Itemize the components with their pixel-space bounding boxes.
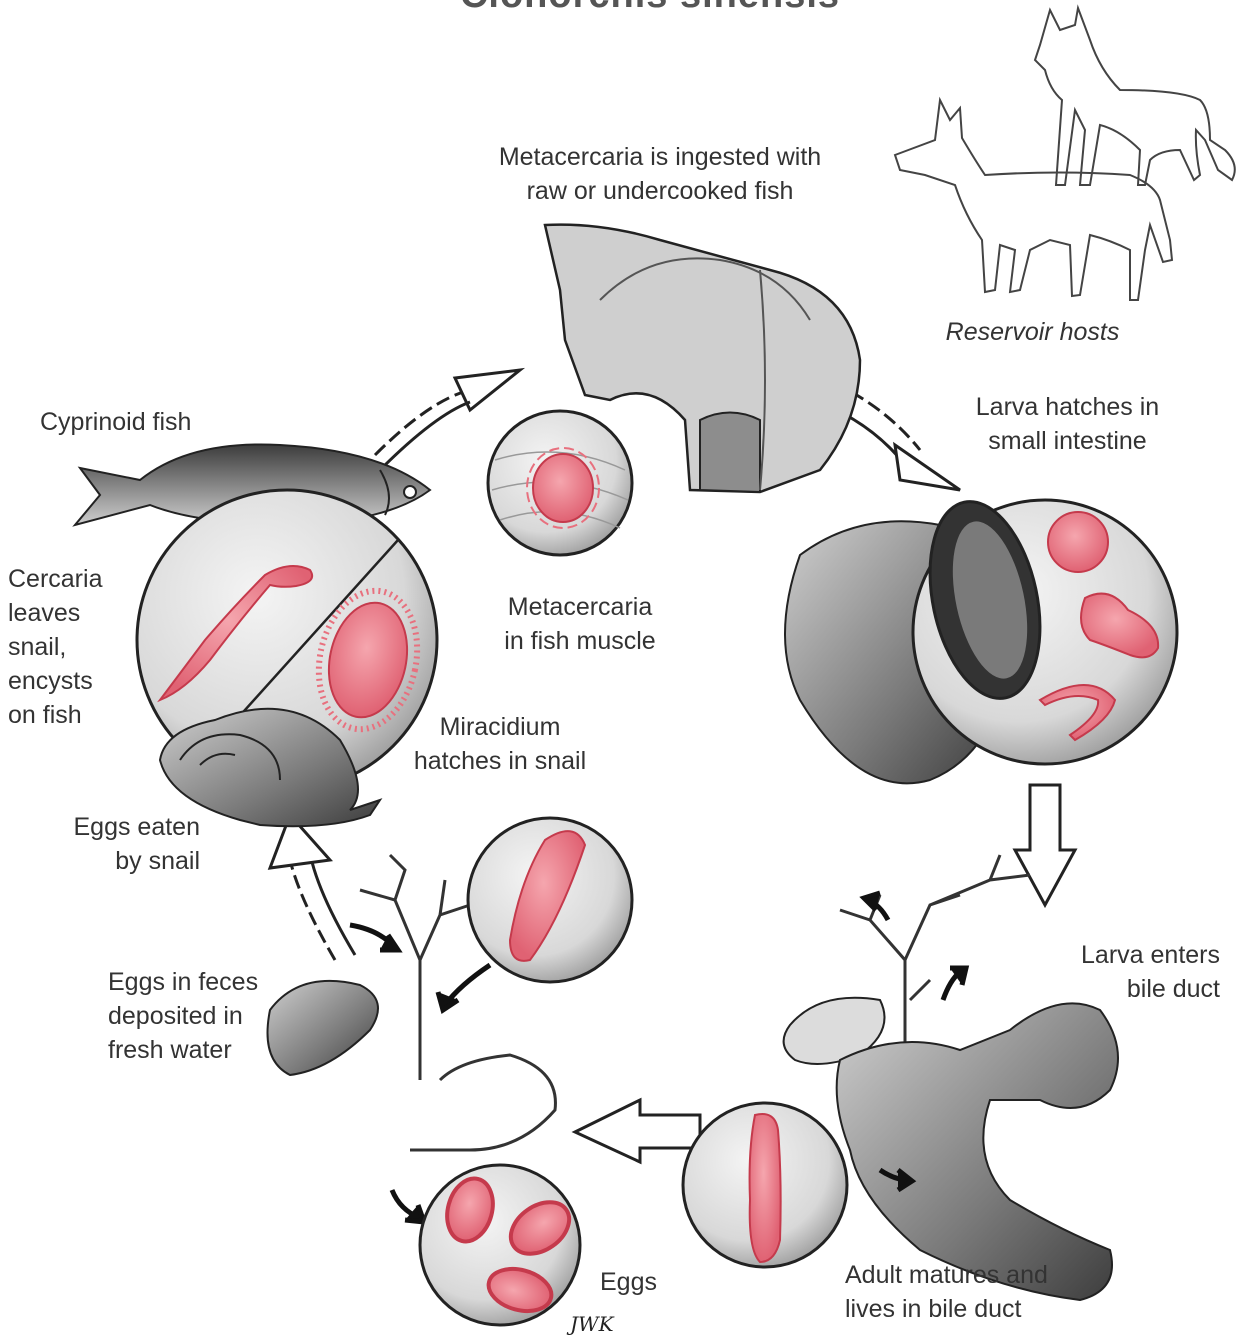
label-eggs-in-feces: Eggs in feces deposited in fresh water	[108, 965, 308, 1067]
label-eggs-eaten: Eggs eaten by snail	[30, 810, 200, 878]
artist-signature: JWK	[570, 1312, 614, 1336]
label-larva-enters: Larva enters bile duct	[1010, 938, 1220, 1006]
cycle-arrow-eggs-to-snail	[270, 815, 355, 960]
eggs-circle	[420, 1165, 580, 1325]
label-metacercaria-muscle: Metacercaria in fish muscle	[460, 590, 700, 658]
small-intestine-circle	[785, 491, 1177, 783]
label-larva-hatches: Larva hatches in small intestine	[945, 390, 1190, 458]
label-metacercaria-ingested: Metacercaria is ingested with raw or und…	[450, 140, 870, 208]
egg-with-miracidium-circle	[468, 818, 632, 982]
dog-illustration	[895, 100, 1172, 300]
cycle-arrow-liver-to-eggs	[575, 1100, 700, 1162]
label-cyprinoid-fish: Cyprinoid fish	[40, 405, 260, 439]
label-cercaria: Cercaria leaves snail, encysts on fish	[8, 562, 138, 732]
label-eggs: Eggs	[600, 1265, 680, 1299]
adult-fluke-circle	[683, 1103, 847, 1267]
fish-muscle-circle	[488, 411, 632, 555]
cycle-arrow-intestine-to-bile-duct	[1015, 785, 1075, 905]
label-adult-matures: Adult matures and lives in bile duct	[845, 1258, 1105, 1326]
cat-illustration	[1035, 8, 1235, 185]
duodenum-and-pancreas	[837, 1003, 1118, 1300]
label-reservoir-hosts: Reservoir hosts	[915, 315, 1150, 349]
label-miracidium: Miracidium hatches in snail	[385, 710, 615, 778]
